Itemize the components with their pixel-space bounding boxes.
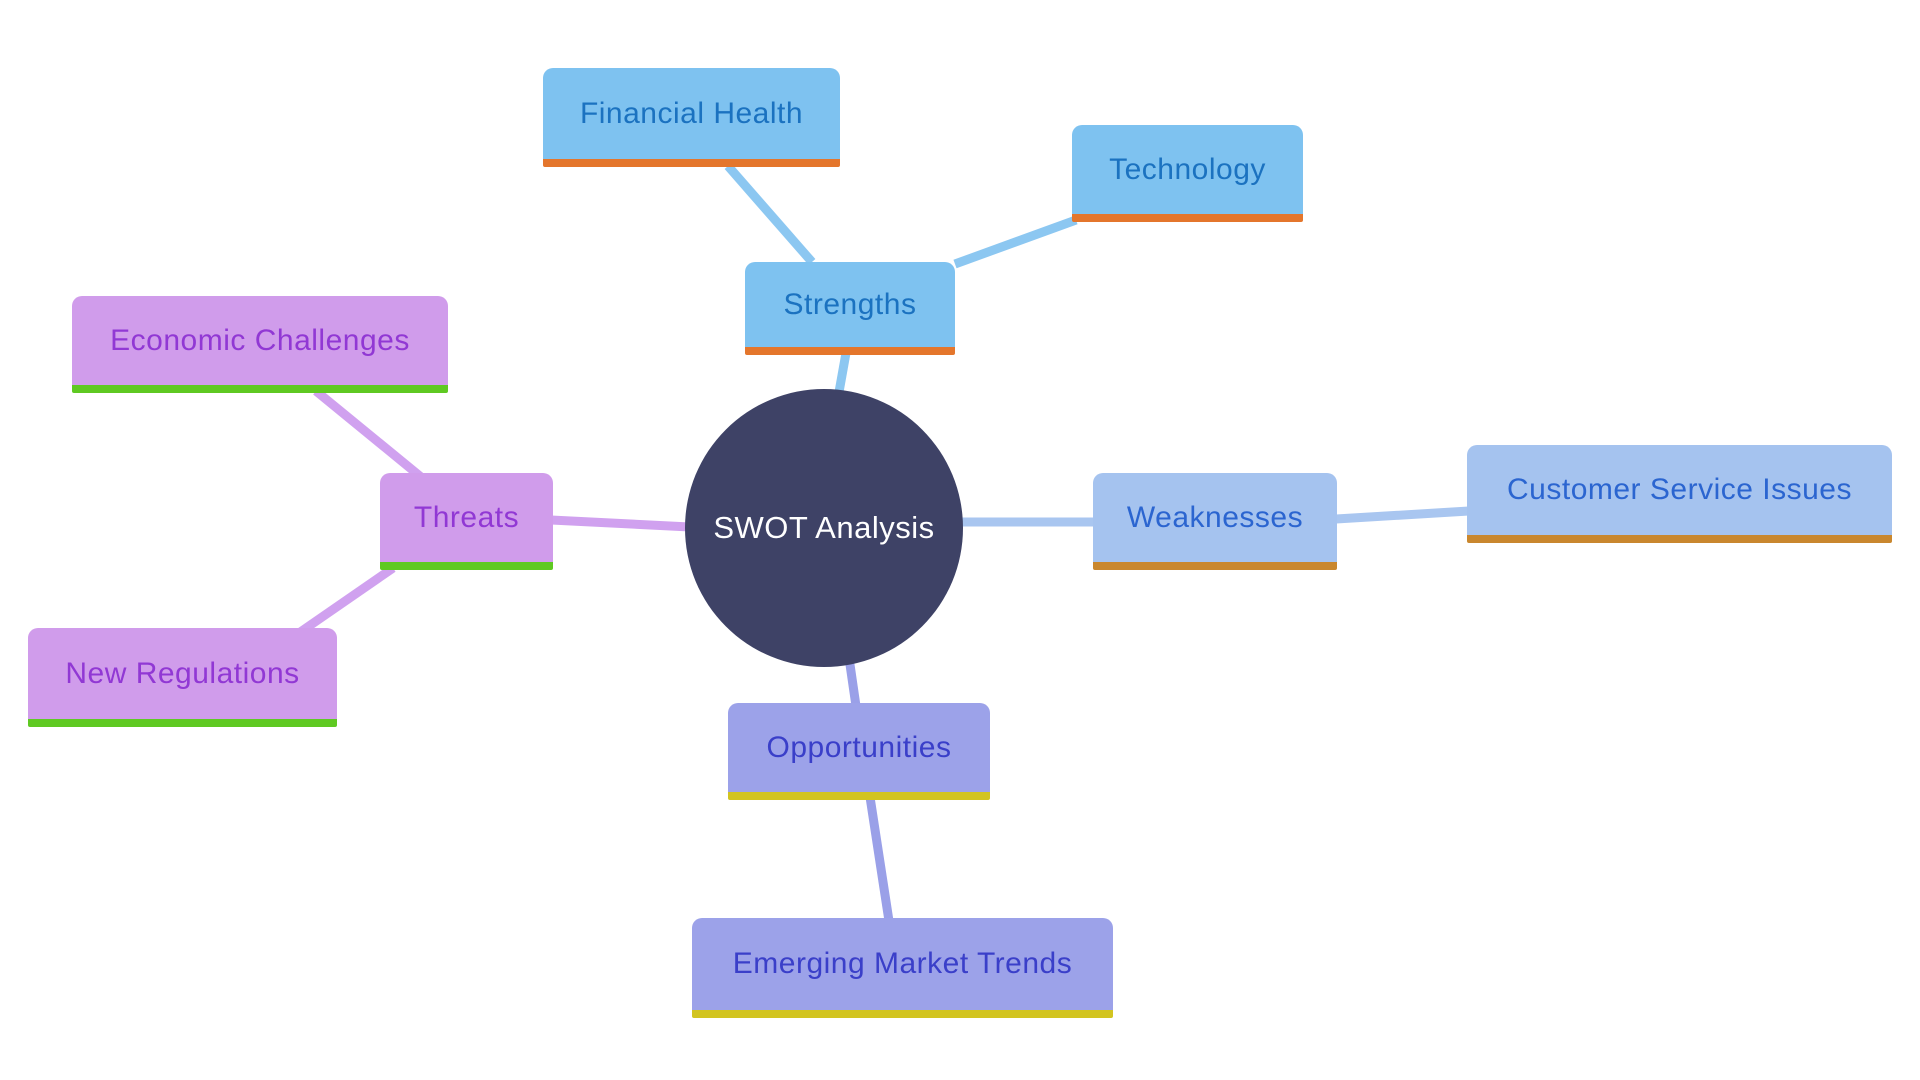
edge-financial-health-strengths bbox=[724, 163, 816, 265]
node-opportunities[interactable]: Opportunities bbox=[728, 703, 990, 800]
node-weaknesses[interactable]: Weaknesses bbox=[1093, 473, 1337, 570]
node-financial-health-label: Financial Health bbox=[579, 96, 804, 130]
node-economic-challenges[interactable]: Economic Challenges bbox=[72, 296, 448, 393]
edge-technology-strengths bbox=[953, 215, 1078, 269]
node-strengths[interactable]: Strengths bbox=[745, 262, 955, 355]
node-swot-analysis[interactable]: SWOT Analysis bbox=[685, 389, 963, 667]
node-emerging-market-trends[interactable]: Emerging Market Trends bbox=[692, 918, 1113, 1018]
node-strengths-label: Strengths bbox=[783, 287, 917, 321]
edge-threats-new-regulations bbox=[296, 564, 396, 637]
node-swot-analysis-label: SWOT Analysis bbox=[713, 510, 935, 545]
node-threats-label: Threats bbox=[413, 500, 520, 534]
node-weaknesses-label: Weaknesses bbox=[1126, 500, 1304, 534]
edge-weaknesses-customer-service-issues bbox=[1335, 506, 1470, 524]
node-new-regulations-label: New Regulations bbox=[65, 656, 300, 690]
node-opportunities-label: Opportunities bbox=[766, 730, 952, 764]
node-emerging-market-trends-label: Emerging Market Trends bbox=[732, 947, 1073, 980]
node-financial-health[interactable]: Financial Health bbox=[543, 68, 840, 167]
node-economic-challenges-label: Economic Challenges bbox=[110, 323, 410, 357]
node-new-regulations[interactable]: New Regulations bbox=[28, 628, 337, 727]
node-threats[interactable]: Threats bbox=[380, 473, 553, 570]
edge-opportunities-emerging-market-trends bbox=[865, 796, 894, 922]
node-technology-label: Technology bbox=[1109, 152, 1266, 186]
node-technology[interactable]: Technology bbox=[1072, 125, 1303, 222]
node-customer-service-issues[interactable]: Customer Service Issues bbox=[1467, 445, 1892, 543]
node-customer-service-issues-label: Customer Service Issues bbox=[1507, 473, 1852, 506]
edge-economic-challenges-threats bbox=[313, 387, 424, 481]
